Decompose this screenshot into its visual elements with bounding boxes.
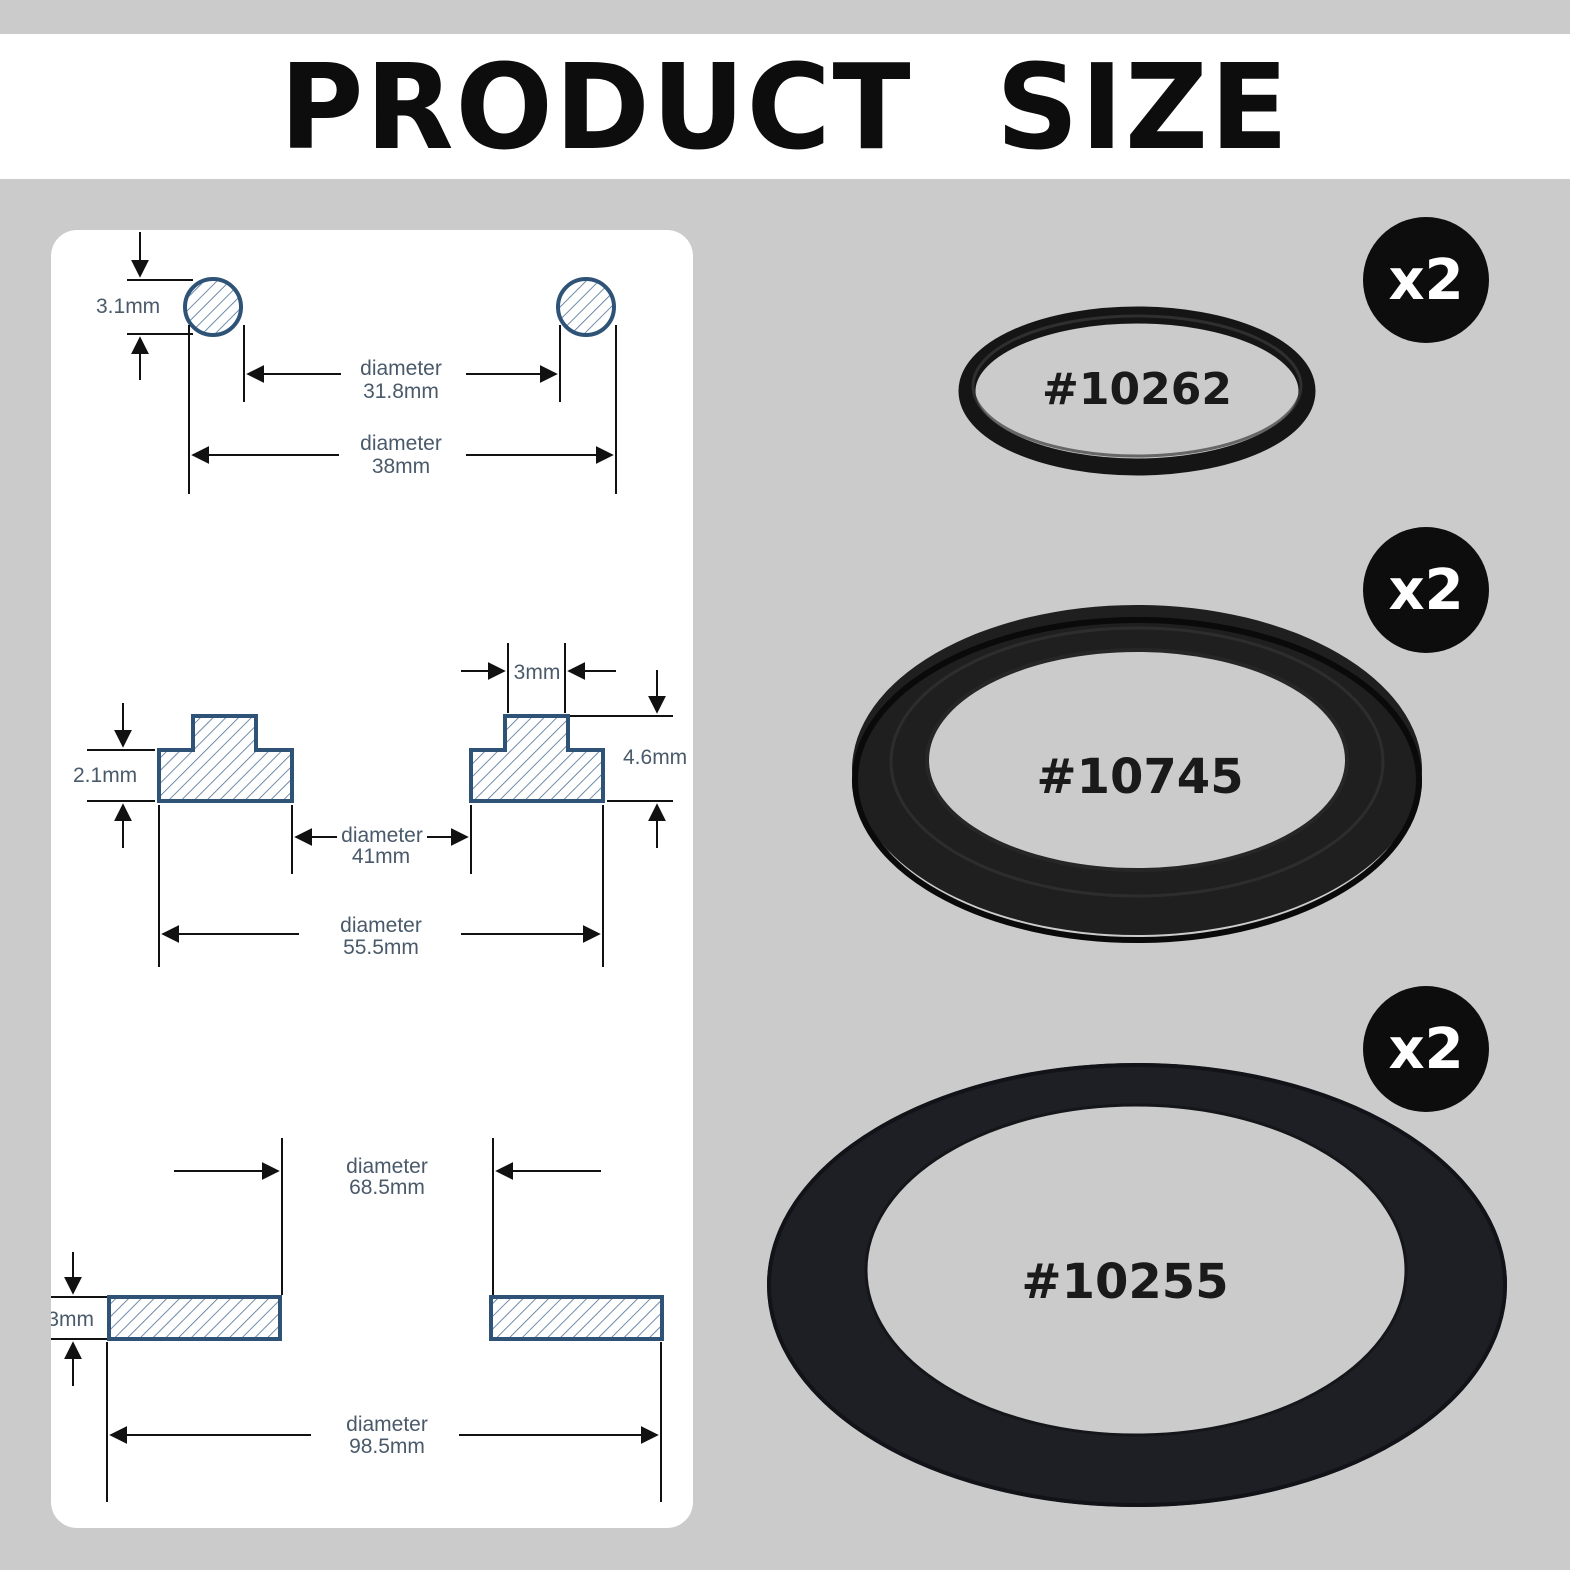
step-gasket-part-number: #10745 [1036, 749, 1243, 805]
step-gasket-outer-diameter-value: 55.5mm [343, 936, 419, 959]
oring-part-number: #10262 [1042, 364, 1232, 415]
dimension-diagram: 3.1mm diameter 31.8mm diameter 38mm [51, 232, 687, 1502]
oring-thickness-label: 3.1mm [96, 295, 160, 318]
step-gasket-diagram: 3mm 4.6mm 2.1mm diameter 41mm diameter 5… [73, 643, 687, 967]
flat-gasket-outer-diameter-label: diameter [346, 1413, 428, 1436]
oring-outer-diameter-label: diameter [360, 432, 442, 455]
step-gasket-step-width-label: 3mm [514, 661, 561, 684]
flat-gasket-section-right [489, 1295, 664, 1341]
flat-gasket-inner-diameter-value: 68.5mm [349, 1176, 425, 1199]
oring-inner-diameter-label: diameter [360, 357, 442, 380]
flat-gasket-outer-diameter-value: 98.5mm [349, 1435, 425, 1458]
page-title: PRODUCT SIZE [279, 37, 1291, 176]
oring-10262-image: #10262 [958, 306, 1316, 476]
step-gasket-inner-diameter-value: 41mm [352, 845, 410, 868]
dimension-diagram-panel: 3.1mm diameter 31.8mm diameter 38mm [51, 230, 693, 1528]
flat-gasket-quantity-badge: x2 [1363, 986, 1489, 1112]
oring-diagram: 3.1mm diameter 31.8mm diameter 38mm [96, 232, 617, 494]
flat-gasket-thickness-label: 3mm [51, 1308, 94, 1331]
step-gasket-section-right [469, 714, 605, 803]
flat-gasket-section-left [107, 1295, 282, 1341]
step-gasket-total-height-label: 4.6mm [623, 746, 687, 769]
step-gasket-10745-image: #10745 [852, 605, 1422, 943]
step-gasket-quantity-badge: x2 [1363, 527, 1489, 653]
flat-gasket-inner-diameter-label: diameter [346, 1155, 428, 1178]
oring-outer-diameter-value: 38mm [372, 455, 430, 478]
step-gasket-section-left [157, 714, 294, 803]
step-gasket-outer-diameter-label: diameter [340, 914, 422, 937]
oring-cross-section-left [183, 277, 243, 337]
step-gasket-inner-diameter-label: diameter [341, 824, 423, 847]
title-banner: PRODUCT SIZE [0, 34, 1570, 179]
flat-gasket-10255-image: #10255 [767, 1063, 1507, 1507]
step-gasket-base-height-label: 2.1mm [73, 764, 137, 787]
oring-quantity-badge: x2 [1363, 217, 1489, 343]
flat-gasket-part-number: #10255 [1021, 1254, 1228, 1310]
oring-cross-section-right [556, 277, 616, 337]
flat-gasket-diagram: 3mm diameter 68.5mm diameter 98.5mm [51, 1138, 664, 1502]
oring-inner-diameter-value: 31.8mm [363, 380, 439, 403]
